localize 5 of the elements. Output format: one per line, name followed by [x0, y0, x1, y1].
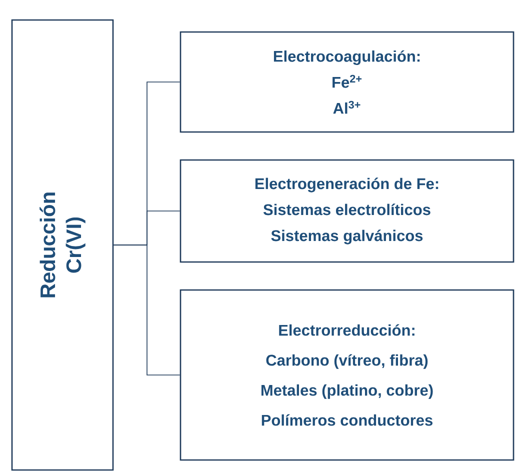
connector-line — [113, 244, 180, 376]
process-box: Electrocoagulación: Fe$^{2+}$ Al$^{3+}$ — [180, 31, 514, 133]
process-box: Reducción Cr(VI) — [11, 19, 114, 471]
process-box: Electrogeneración de Fe: Sistemas electrolíticos Sistemas galvánicos — [180, 159, 514, 263]
process-box: Electrorreducción: Carbono (vítreo, fibra) Metales (platino, cobre) Polímeros conductores — [180, 289, 514, 461]
